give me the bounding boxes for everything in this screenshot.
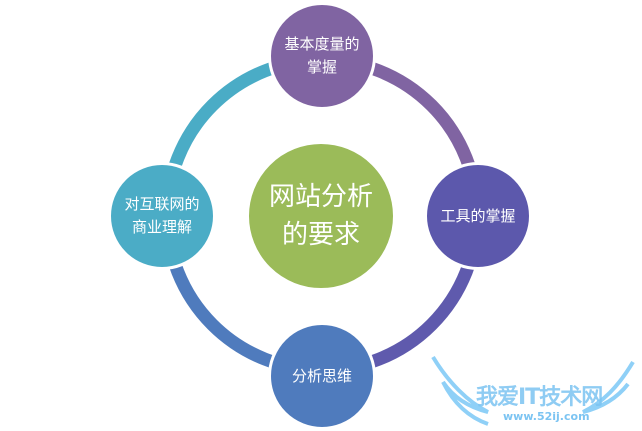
node-label: 对互联网的商业理解	[124, 195, 200, 236]
center-node: 网站分析的要求	[246, 141, 396, 291]
node-basic-metrics: 基本度量的掌握	[268, 2, 376, 110]
wings-icon	[431, 355, 635, 426]
node-label: 基本度量的掌握	[284, 35, 360, 76]
node-analytic-thinking: 分析思维	[268, 322, 376, 430]
node-tools: 工具的掌握	[424, 162, 532, 270]
node-label: 工具的掌握	[440, 206, 516, 225]
node-label: 分析思维	[291, 366, 352, 385]
watermark-url: www.52ij.com	[503, 410, 590, 423]
node-business-understanding: 对互联网的商业理解	[108, 162, 216, 270]
center-label: 网站分析的要求	[268, 182, 373, 250]
watermark-logo: 我爱IT技术网 www.52ij.com	[428, 352, 638, 430]
watermark-title: 我爱IT技术网	[476, 385, 603, 410]
